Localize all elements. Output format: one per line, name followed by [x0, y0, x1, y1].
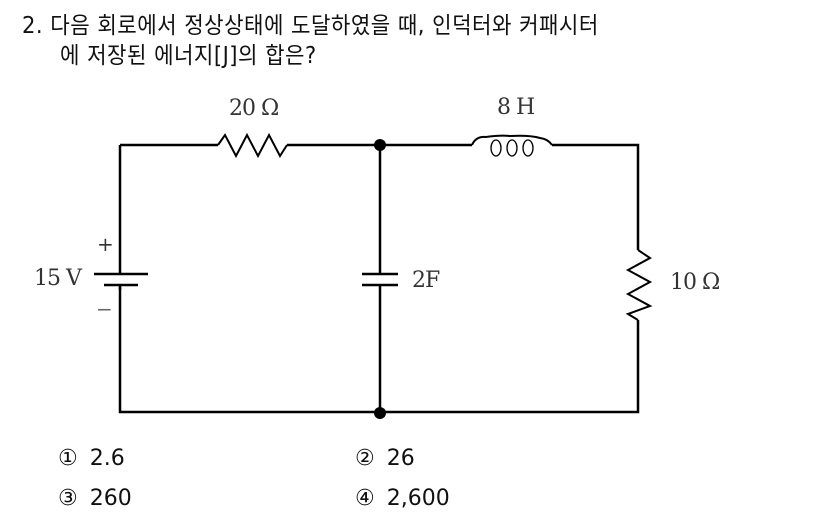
wire-top-right — [552, 143, 640, 250]
resistor-10-ohm-icon — [625, 249, 653, 321]
label-15v: 15 V — [34, 266, 82, 291]
option-value: 2,600 — [386, 486, 450, 511]
source-plus: + — [97, 232, 114, 256]
option-3[interactable]: ③ 260 — [58, 486, 132, 511]
question-number: 2. — [22, 13, 44, 39]
label-10-ohm: 10 Ω — [670, 270, 720, 295]
label-2f: 2F — [412, 268, 440, 293]
option-marker: ① — [58, 446, 78, 471]
option-marker: ④ — [355, 486, 375, 511]
option-2[interactable]: ② 26 — [355, 446, 415, 471]
source-minus: − — [96, 297, 113, 321]
junction-bottom-icon — [374, 407, 386, 419]
option-value: 26 — [386, 446, 415, 471]
option-1[interactable]: ① 2.6 — [58, 446, 125, 471]
question-text-1: 다음 회로에서 정상상태에 도달하였을 때, 인덕터와 커패시터 — [50, 13, 599, 39]
label-20-ohm: 20 Ω — [229, 96, 279, 121]
inductor-8h-icon — [471, 134, 553, 146]
question-text-2: 에 저장된 에너지[J]의 합은? — [60, 43, 317, 69]
question-line-1: 2. 다음 회로에서 정상상태에 도달하였을 때, 인덕터와 커패시터 — [22, 6, 599, 40]
option-value: 2.6 — [89, 446, 125, 471]
option-value: 260 — [89, 486, 132, 511]
option-4[interactable]: ④ 2,600 — [355, 486, 450, 511]
option-marker: ② — [355, 446, 375, 471]
label-8h: 8 H — [497, 95, 535, 120]
option-marker: ③ — [58, 486, 78, 511]
junction-top-icon — [374, 139, 386, 151]
resistor-20-ohm-icon — [217, 132, 288, 159]
